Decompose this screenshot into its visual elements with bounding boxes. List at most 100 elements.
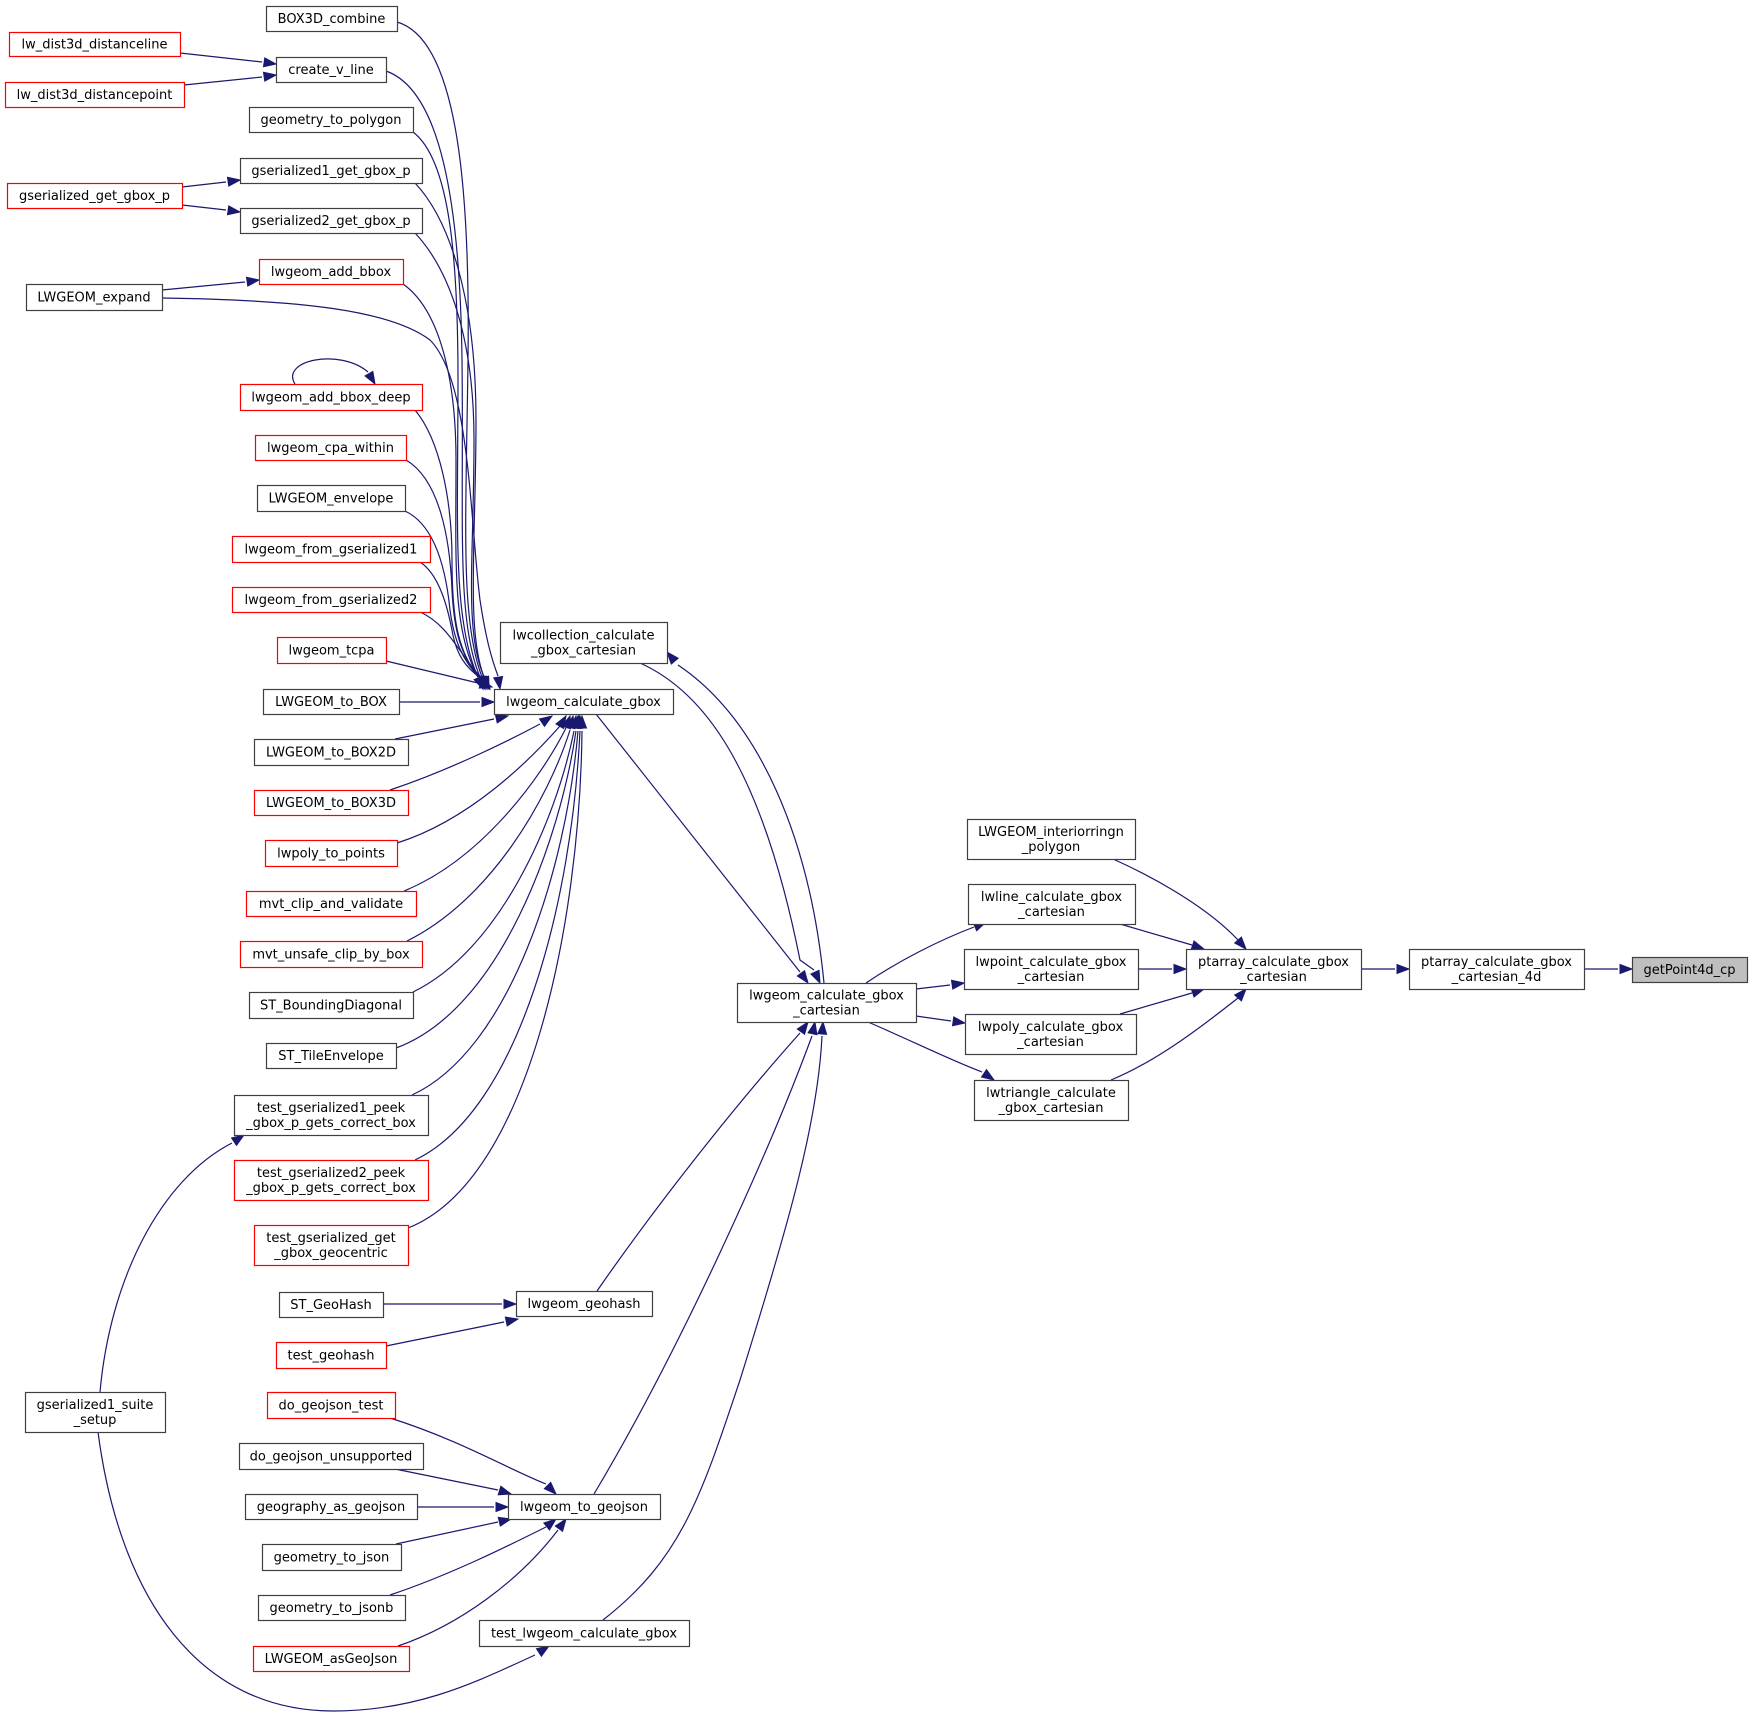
node-label: _cartesian [1016,1035,1084,1050]
node-lwgeom-calculate-gbox[interactable]: lwgeom_calculate_gbox [493,688,675,716]
node-label: _gbox_p_gets_correct_box [245,1116,416,1131]
arrowhead-icon [576,714,588,729]
node-lwgeom-geohash[interactable]: lwgeom_geohash [515,1290,654,1318]
node-box3d-combine[interactable]: BOX3D_combine [265,5,399,33]
node-box [245,890,418,918]
node-do-geojson-test[interactable]: do_geojson_test [266,1391,397,1420]
node-lwgeom-from-gserialized2[interactable]: lwgeom_from_gserialized2 [231,586,432,614]
node-box [973,1079,1130,1122]
arrowhead-icon [796,1020,809,1036]
node-label: test_gserialized1_peek [257,1101,406,1116]
edge-line [181,181,227,188]
node-gserialized1-get-gbox-p[interactable]: gserialized1_get_gbox_p [239,157,424,185]
node-test-gserialized-get-gbox-geocentric[interactable]: test_gserialized_get_gbox_geocentric [253,1224,410,1267]
node-lwgeom-asgeojson[interactable]: LWGEOM_asGeoJson [252,1645,411,1673]
node-box [256,484,407,513]
node-lwgeom-to-box2d[interactable]: LWGEOM_to_BOX2D [253,738,410,767]
node-st-tileenvelope[interactable]: ST_TileEnvelope [265,1042,398,1070]
node-do-geojson-unsupported[interactable]: do_geojson_unsupported [238,1442,425,1471]
arrowhead-icon [503,1298,518,1310]
node-lwgeom-expand[interactable]: LWGEOM_expand [25,283,164,312]
arrowhead-icon [807,1020,818,1036]
node-test-lwgeom-calculate-gbox[interactable]: test_lwgeom_calculate_gbox [478,1619,691,1648]
node-lwpoly-calculate-gbox-cartesian[interactable]: lwpoly_calculate_gbox_cartesian [964,1013,1138,1056]
node-label: _gbox_cartesian [998,1101,1104,1116]
node-gserialized-get-gbox-p[interactable]: gserialized_get_gbox_p [6,182,184,210]
node-box [231,586,432,614]
node-mvt-unsafe-clip-by-box[interactable]: mvt_unsafe_clip_by_box [239,940,424,969]
edge-lwline-calculate-gbox-cartesian-to-ptarray-calculate-gbox-cartesian [1119,923,1206,951]
arrowhead-icon [666,650,680,665]
edge-line [394,1468,499,1491]
node-label: test_gserialized_get [266,1231,396,1246]
edge-lwgeom-add-bbox-deep-to-lwgeom-add-bbox-deep [292,358,376,386]
edge-line [412,131,479,678]
node-mvt-clip-and-validate[interactable]: mvt_clip_and_validate [245,890,418,918]
node-lwgeom-to-geojson[interactable]: lwgeom_to_geojson [507,1493,662,1521]
node-label: lwpoint_calculate_gbox [976,955,1127,970]
node-st-geohash[interactable]: ST_GeoHash [278,1291,385,1319]
node-lwgeom-cpa-within[interactable]: lwgeom_cpa_within [254,434,408,462]
edge-line [639,662,815,971]
node-lwpoly-to-points[interactable]: lwpoly_to_points [264,839,399,868]
node-label: test_gserialized2_peek [257,1166,406,1181]
node-box [736,982,918,1024]
arrowhead-icon [245,276,261,287]
node-lwgeom-to-box3d[interactable]: LWGEOM_to_BOX3D [253,789,410,817]
node-label: create_v_line [288,63,373,78]
node-geometry-to-json[interactable]: geometry_to_json [261,1543,403,1572]
node-box [478,1619,691,1648]
node-box [499,621,669,665]
edge-line [397,1529,559,1647]
edge-line [1110,997,1239,1081]
node-lwtriangle-calculate-gbox-cartesian[interactable]: lwtriangle_calculate_gbox_cartesian [973,1079,1130,1122]
edge-line [915,984,951,990]
node-geography-as-geojson[interactable]: geography_as_geojson [244,1493,419,1521]
edge-do-geojson-test-to-lwgeom-to-geojson [389,1417,558,1496]
node-lwgeom-from-gserialized1[interactable]: lwgeom_from_gserialized1 [231,535,432,564]
edge-line [419,611,485,681]
node-box [253,789,410,817]
node-st-boundingdiagonal[interactable]: ST_BoundingDiagonal [248,991,415,1020]
edge-lwtriangle-calculate-gbox-cartesian-to-ptarray-calculate-gbox-cartesian [1110,987,1247,1081]
node-ptarray-calculate-gbox-cartesian-4d[interactable]: ptarray_calculate_gbox_cartesian_4d [1408,948,1586,991]
node-lwgeom-tcpa[interactable]: lwgeom_tcpa [276,636,388,665]
edge-ptarray-calculate-gbox-cartesian-to-ptarray-calculate-gbox-cartesian-4d [1361,963,1411,975]
node-lwcollection-calculate-gbox-cartesian[interactable]: lwcollection_calculate_gbox_cartesian [499,621,669,665]
arrowhead-icon [1396,963,1411,975]
edge-lwgeom-to-box-to-lwgeom-calculate-gbox [399,696,496,708]
node-lwline-calculate-gbox-cartesian[interactable]: lwline_calculate_gbox_cartesian [967,883,1137,926]
node-box [278,1291,385,1319]
arrowhead-icon [538,715,554,728]
edge-line [389,1417,547,1485]
node-geometry-to-polygon[interactable]: geometry_to_polygon [248,106,415,134]
node-label: ST_BoundingDiagonal [260,999,402,1014]
node-test-gserialized1-peek-gbox-p-gets-correct-box[interactable]: test_gserialized1_peek_gbox_p_gets_corre… [233,1094,430,1137]
node-lw-dist3d-distancepoint[interactable]: lw_dist3d_distancepoint [4,81,186,109]
node-test-geohash[interactable]: test_geohash [275,1341,388,1370]
edge-line [181,204,227,211]
node-lwgeom-calculate-gbox-cartesian[interactable]: lwgeom_calculate_gbox_cartesian [736,982,918,1024]
node-box [275,56,388,84]
node-test-gserialized2-peek-gbox-p-gets-correct-box[interactable]: test_gserialized2_peek_gbox_p_gets_corre… [233,1159,430,1202]
node-create-v-line[interactable]: create_v_line [275,56,388,84]
node-label: LWGEOM_to_BOX3D [266,796,396,811]
node-gserialized2-get-gbox-p[interactable]: gserialized2_get_gbox_p [239,207,424,235]
node-lwgeom-to-box[interactable]: LWGEOM_to_BOX [262,688,401,716]
node-gserialized1-suite-setup[interactable]: gserialized1_suite_setup [24,1391,167,1434]
node-lwgeom-add-bbox[interactable]: lwgeom_add_bbox [258,258,405,286]
node-lwgeom-envelope[interactable]: LWGEOM_envelope [256,484,407,513]
node-label: test_lwgeom_calculate_gbox [491,1627,677,1642]
node-lwpoint-calculate-gbox-cartesian[interactable]: lwpoint_calculate_gbox_cartesian [963,948,1140,991]
node-label: lwgeom_calculate_gbox [506,695,661,710]
node-lwgeom-interiorringn-polygon[interactable]: LWGEOM_interiorringn_polygon [966,818,1137,861]
node-geometry-to-jsonb[interactable]: geometry_to_jsonb [257,1594,407,1622]
arrowhead-icon [504,1316,520,1327]
node-box [239,157,424,185]
node-ptarray-calculate-gbox-cartesian[interactable]: ptarray_calculate_gbox_cartesian [1185,948,1363,991]
node-label: lwgeom_add_bbox_deep [251,391,410,406]
node-lwgeom-add-bbox-deep[interactable]: lwgeom_add_bbox_deep [239,383,424,412]
node-lw-dist3d-distanceline[interactable]: lw_dist3d_distanceline [8,31,182,58]
node-label: lwgeom_from_gserialized2 [245,593,418,608]
node-label: lwgeom_add_bbox [271,265,392,280]
